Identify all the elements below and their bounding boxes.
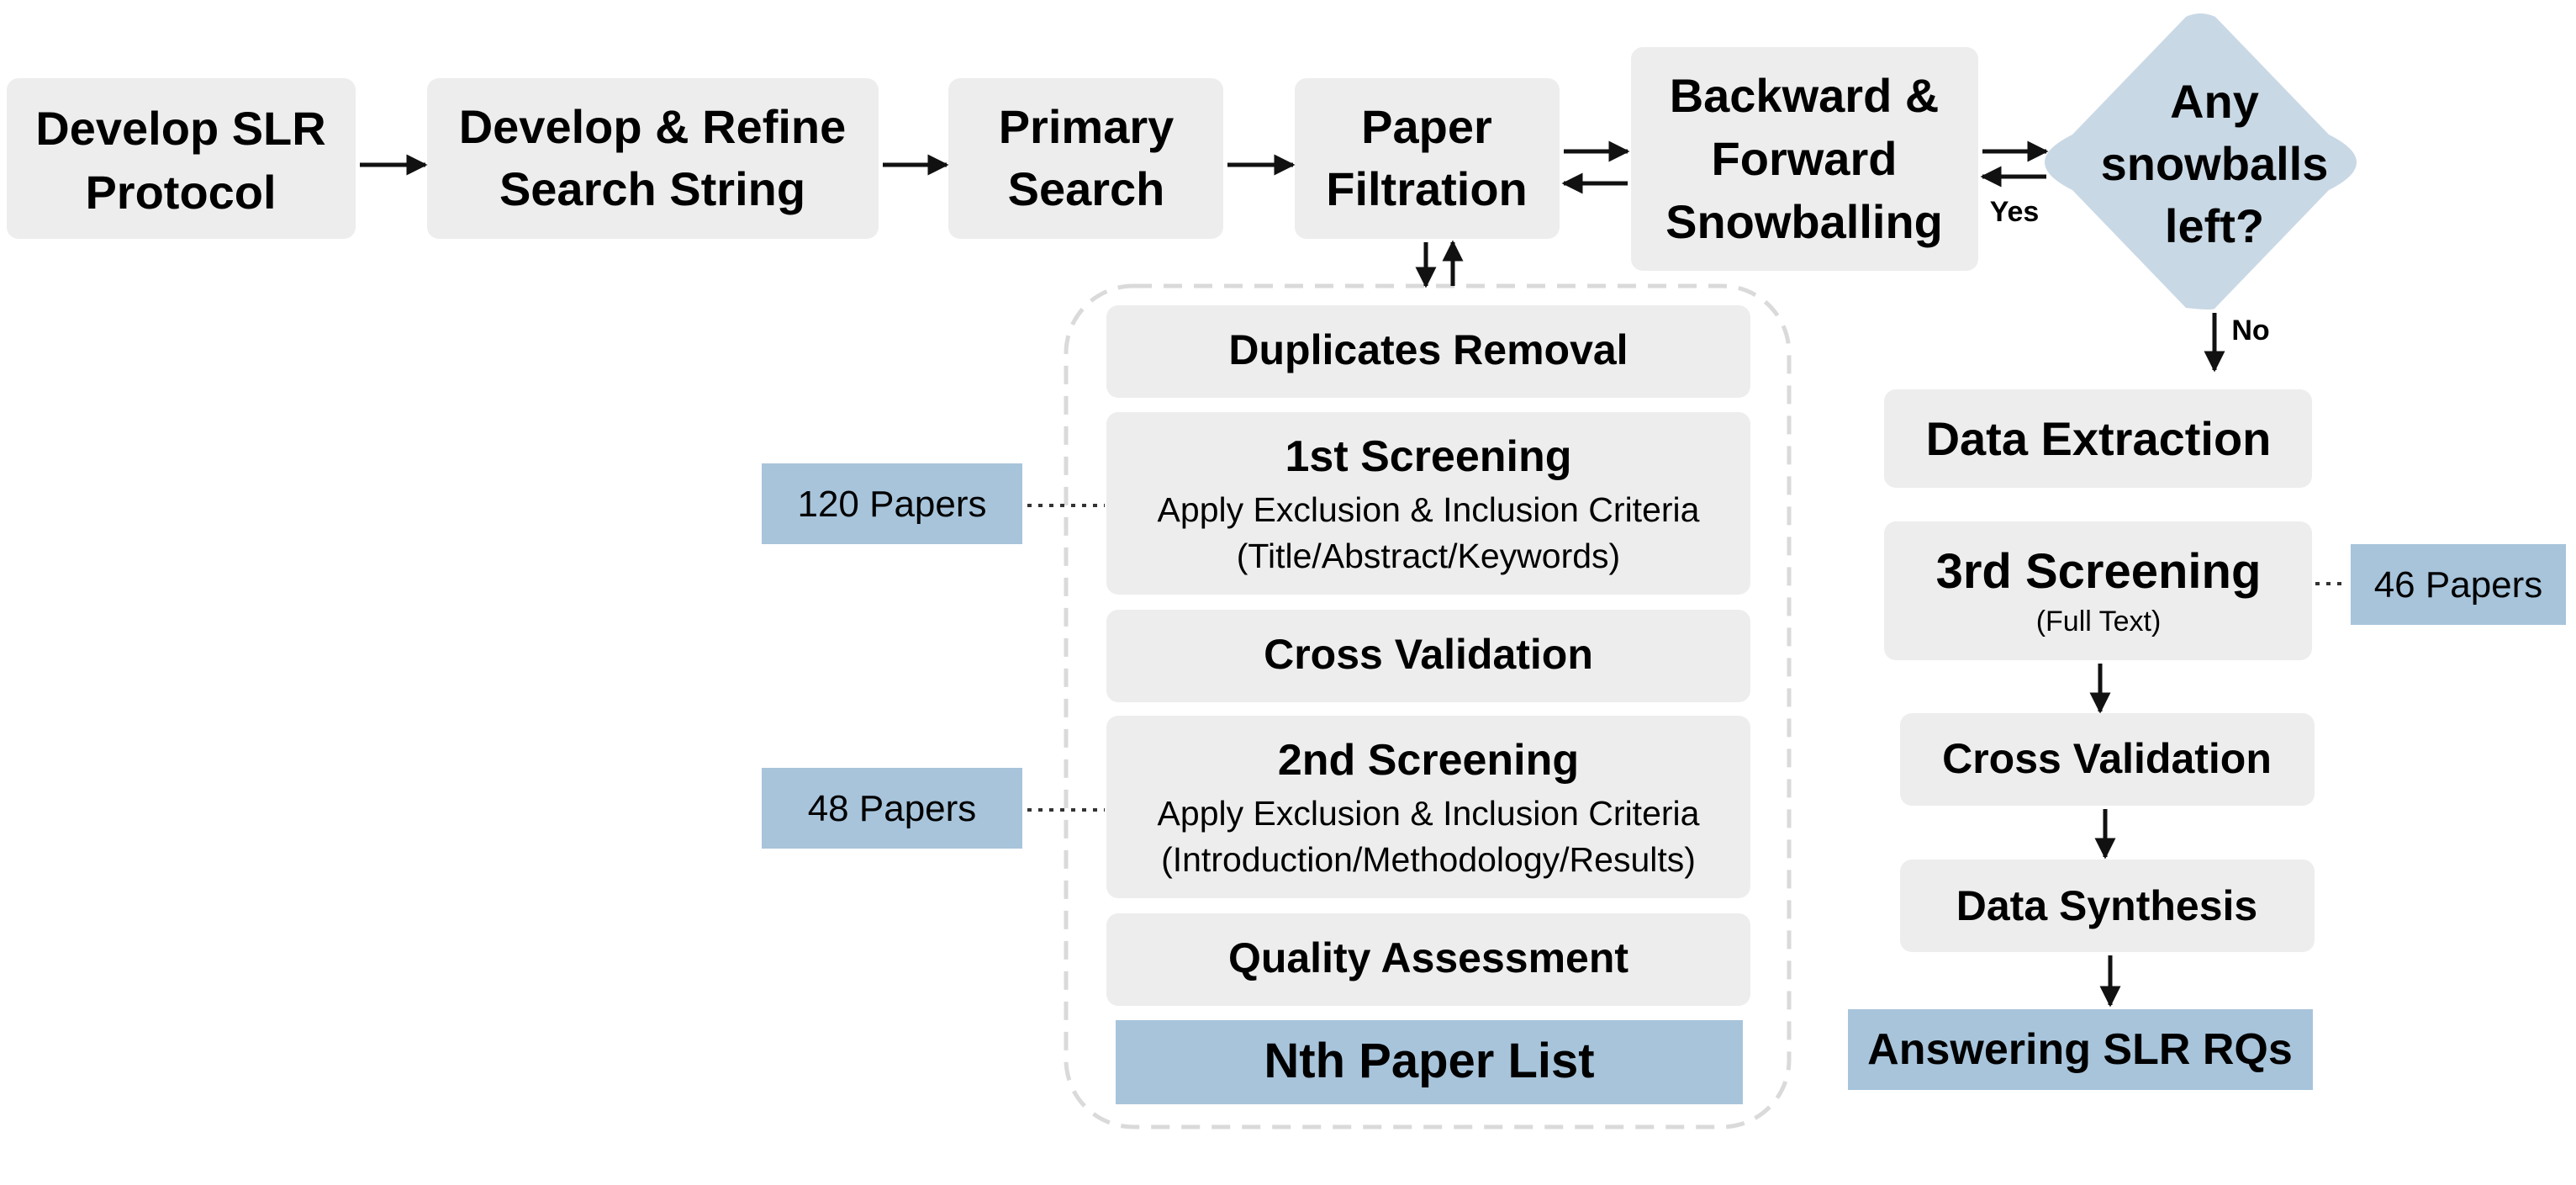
snowballs-left-decision: Any snowballs left? — [2045, 13, 2357, 309]
no-label: No — [2231, 315, 2269, 347]
second-screening-criteria: Apply Exclusion & Inclusion Criteria — [1158, 794, 1700, 833]
second-screening-scope: (Introduction/Methodology/Results) — [1161, 840, 1696, 879]
cross-validation-step: Cross Validation — [1106, 610, 1750, 702]
paper-count-second-screening: 48 Papers — [762, 768, 1022, 849]
paper-filtration-label-line2: Filtration — [1326, 162, 1528, 215]
right-cross-validation-node: Cross Validation — [1900, 713, 2315, 806]
duplicates-removal-label: Duplicates Removal — [1228, 326, 1628, 373]
data-synthesis-label: Data Synthesis — [1956, 882, 2257, 929]
second-screening-title: 2nd Screening — [1278, 736, 1579, 785]
cross-validation-label: Cross Validation — [1264, 631, 1593, 678]
yes-label: Yes — [1990, 196, 2040, 228]
decision-label-line1: Any — [2170, 75, 2259, 128]
quality-assessment-step: Quality Assessment — [1106, 913, 1750, 1006]
snowballing-label-line3: Snowballing — [1665, 195, 1943, 248]
paper-count-48: 48 Papers — [808, 788, 977, 829]
third-screening-title: 3rd Screening — [1936, 544, 2262, 599]
decision-label-line3: left? — [2165, 199, 2264, 252]
snowballing-label-line1: Backward & — [1670, 69, 1940, 122]
quality-assessment-label: Quality Assessment — [1228, 934, 1628, 981]
nth-paper-list-label: Nth Paper List — [1264, 1034, 1594, 1088]
first-screening-title: 1st Screening — [1285, 432, 1571, 481]
primary-search-label-line2: Search — [1008, 162, 1165, 215]
search-string-label-line1: Develop & Refine — [459, 100, 847, 153]
decision-label-line2: snowballs — [2101, 137, 2329, 190]
paper-count-third-screening: 46 Papers — [2351, 544, 2566, 625]
third-screening-subtitle: (Full Text) — [2036, 606, 2162, 637]
paper-filtration-node: Paper Filtration — [1295, 78, 1560, 239]
paper-count-120: 120 Papers — [797, 484, 986, 525]
develop-protocol-label-line2: Protocol — [85, 166, 276, 219]
second-screening-step: 2nd Screening Apply Exclusion & Inclusio… — [1106, 716, 1750, 898]
nth-paper-list-step: Nth Paper List — [1116, 1020, 1743, 1104]
filtration-group-border — [1064, 283, 1792, 1129]
first-screening-step: 1st Screening Apply Exclusion & Inclusio… — [1106, 412, 1750, 595]
third-screening-node: 3rd Screening (Full Text) — [1884, 521, 2312, 660]
data-extraction-label: Data Extraction — [1926, 412, 2272, 465]
search-string-node: Develop & Refine Search String — [427, 78, 879, 239]
right-cross-validation-label: Cross Validation — [1942, 735, 2272, 782]
develop-protocol-node: Develop SLR Protocol — [7, 78, 356, 239]
duplicates-removal-step: Duplicates Removal — [1106, 305, 1750, 398]
primary-search-node: Primary Search — [948, 78, 1223, 239]
data-extraction-node: Data Extraction — [1884, 389, 2312, 488]
answering-rqs-node: Answering SLR RQs — [1848, 1009, 2313, 1090]
answering-rqs-label: Answering SLR RQs — [1867, 1025, 2293, 1074]
paper-filtration-label-line1: Paper — [1361, 100, 1492, 153]
primary-search-label-line1: Primary — [999, 100, 1175, 153]
paper-count-46: 46 Papers — [2374, 564, 2543, 606]
data-synthesis-node: Data Synthesis — [1900, 860, 2315, 952]
snowballing-label-line2: Forward — [1712, 132, 1898, 185]
paper-count-first-screening: 120 Papers — [762, 463, 1022, 544]
search-string-label-line2: Search String — [499, 162, 805, 215]
snowballing-node: Backward & Forward Snowballing — [1631, 47, 1978, 271]
develop-protocol-label-line1: Develop SLR — [35, 102, 325, 155]
first-screening-criteria: Apply Exclusion & Inclusion Criteria — [1158, 490, 1700, 529]
first-screening-scope: (Title/Abstract/Keywords) — [1237, 537, 1620, 575]
